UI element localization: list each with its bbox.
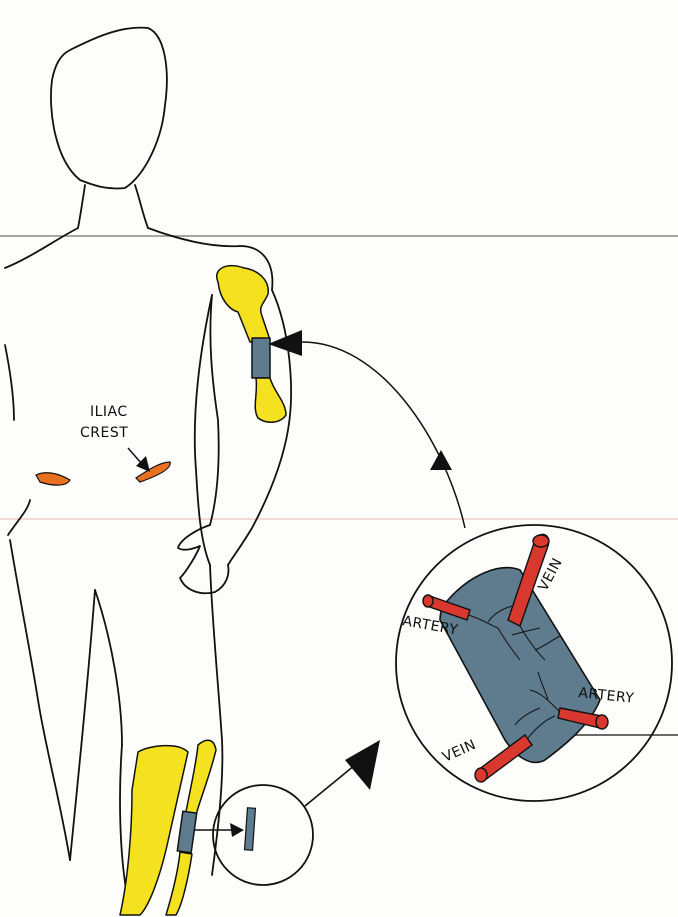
fibula-lower — [166, 852, 192, 915]
iliac-crest-pointer — [128, 448, 142, 464]
vein-bottom-label: VEIN — [440, 737, 479, 766]
small-graft-piece — [245, 808, 256, 850]
hand-outline — [178, 525, 228, 593]
small-magnifier-circle — [213, 785, 313, 885]
arrow-head-icon — [230, 823, 244, 837]
artery-right-opening — [596, 715, 608, 729]
humerus-head — [217, 266, 270, 342]
head-outline — [51, 28, 167, 189]
left-waist — [8, 500, 30, 535]
arrow-head-icon — [136, 456, 150, 472]
arrow-head-icon — [430, 450, 452, 470]
left-leg-outer — [10, 540, 70, 860]
neck-right — [135, 185, 148, 228]
right-arm-inner — [210, 295, 219, 525]
transfer-arc-arrow — [300, 342, 465, 528]
leg-bones — [120, 740, 216, 915]
artery-left-opening — [423, 595, 433, 607]
right-leg-outer — [210, 565, 222, 875]
enlarge-arrow-line — [305, 765, 355, 806]
fibula-graft-segment — [177, 811, 196, 853]
vein-top-opening — [533, 535, 549, 547]
humerus-distal — [255, 378, 286, 422]
iliac-crest-label-line1: ILIAC — [90, 404, 128, 420]
left-side — [5, 345, 14, 420]
right-leg-inner — [95, 590, 122, 745]
arrow-head-icon — [345, 740, 380, 790]
fibula-upper — [186, 740, 216, 815]
vein-bottom-opening — [475, 768, 487, 782]
vascularized-graft — [423, 534, 608, 782]
left-shoulder — [5, 228, 78, 268]
crotch — [70, 590, 95, 860]
iliac-crest-label-line2: CREST — [80, 425, 128, 441]
iliac-crest-left — [36, 473, 70, 485]
humerus-graft-segment — [252, 338, 270, 378]
neck-left — [78, 185, 85, 228]
